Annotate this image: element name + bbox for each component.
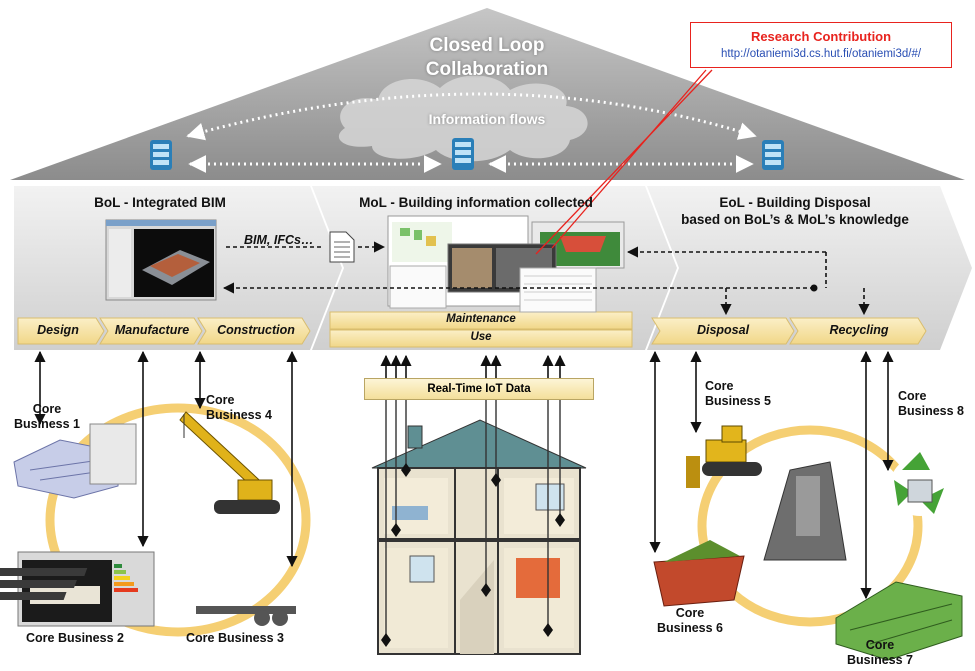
core-business-2-label: Core Business 2 — [26, 631, 124, 645]
info-flow-top-arc — [186, 92, 757, 141]
core-business-1-line1: Core — [32, 402, 62, 416]
research-contribution-box: Research Contribution http://otaniemi3d.… — [690, 22, 952, 68]
ifc-document-icon — [329, 231, 355, 263]
server-icon — [762, 140, 784, 170]
core-business-1-label: Core Business 1 — [4, 402, 90, 432]
core-business-8-line2: Business 8 — [898, 404, 965, 418]
tab-design-label: Design — [37, 323, 79, 337]
bol-title: BoL - Integrated BIM — [94, 195, 226, 210]
bulldozer-illustration — [686, 425, 762, 488]
core-business-5-line1: Core — [705, 379, 734, 393]
skip-container-illustration — [653, 540, 745, 607]
core-business-6-line2: Business 6 — [656, 621, 723, 635]
steel-beams-illustration — [0, 568, 296, 626]
tab-maintenance — [329, 311, 633, 330]
core-business-8-line1: Core — [898, 389, 927, 403]
tab-recycling — [789, 317, 927, 345]
core-business-7-label: Core Business 7 — [830, 638, 930, 668]
core-business-5-label: Core Business 5 — [705, 379, 771, 409]
energy-software-screenshot — [17, 551, 155, 627]
tab-construction-label: Construction — [217, 323, 295, 337]
eol-title-line2: based on BoL’s & MoL’s knowledge — [681, 212, 909, 227]
tab-disposal-label: Disposal — [696, 323, 750, 337]
crane-illustration — [179, 411, 280, 514]
server-icon — [150, 140, 172, 170]
tab-maintenance-label: Maintenance — [446, 313, 516, 325]
core-business-7-line2: Business 7 — [846, 653, 913, 667]
research-title: Research Contribution — [750, 29, 892, 44]
eol-title: EoL - Building Disposal based on BoL’s &… — [660, 194, 930, 228]
tab-recycling-label: Recycling — [829, 323, 889, 337]
core-business-4-label: Core Business 4 — [206, 393, 272, 423]
core-business-4-line2: Business 4 — [206, 408, 273, 422]
tab-use — [329, 329, 633, 348]
core-business-3-label: Core Business 3 — [186, 631, 284, 645]
bol-cycle-ring — [45, 403, 311, 637]
eol-title-line1: EoL - Building Disposal — [719, 195, 871, 210]
core-business-8-label: Core Business 8 — [898, 389, 964, 419]
real-time-iot-data-box: Real-Time IoT Data — [364, 378, 594, 400]
roof-title: Closed Loop Collaboration — [360, 34, 614, 82]
research-url-link[interactable]: http://otaniemi3d.cs.hut.fi/otaniemi3d/#… — [720, 48, 922, 60]
tab-disposal — [651, 317, 795, 345]
junction-dot — [810, 284, 818, 292]
core-business-6-label: Core Business 6 — [640, 606, 740, 636]
roof-title-line1: Closed Loop — [429, 35, 545, 56]
core-business-1-line2: Business 1 — [13, 417, 80, 431]
iot-up-arrows — [380, 354, 566, 378]
smart-building-illustration — [371, 400, 587, 655]
bim-ifcs-label: BIM, IFCs… — [244, 233, 314, 247]
tab-use-label: Use — [470, 331, 492, 343]
information-flows-label: Information flows — [428, 111, 546, 127]
core-business-5-line2: Business 5 — [705, 394, 772, 408]
tab-design — [17, 317, 105, 345]
core-business-4-line1: Core — [206, 393, 235, 407]
tab-construction — [197, 317, 311, 345]
research-pointer-line — [551, 69, 707, 249]
mol-title: MoL - Building information collected — [359, 195, 593, 210]
eol-cycle-ring — [697, 425, 923, 627]
server-icon — [452, 138, 474, 170]
tab-manufacture-label: Manufacture — [114, 323, 190, 337]
wireframe-model-illustration — [13, 423, 137, 499]
bim-software-screenshot — [105, 219, 217, 301]
roof-title-line2: Collaboration — [425, 59, 549, 80]
recycling-symbol-illustration — [890, 452, 950, 516]
core-business-7-line1: Core — [865, 638, 895, 652]
recycling-plant-illustration — [835, 581, 963, 661]
research-pointer-line — [535, 69, 713, 255]
core-business-6-line1: Core — [675, 606, 705, 620]
mol-screenshots-collage — [387, 215, 625, 313]
tab-manufacture — [99, 317, 203, 345]
demolished-building-illustration — [763, 461, 847, 561]
